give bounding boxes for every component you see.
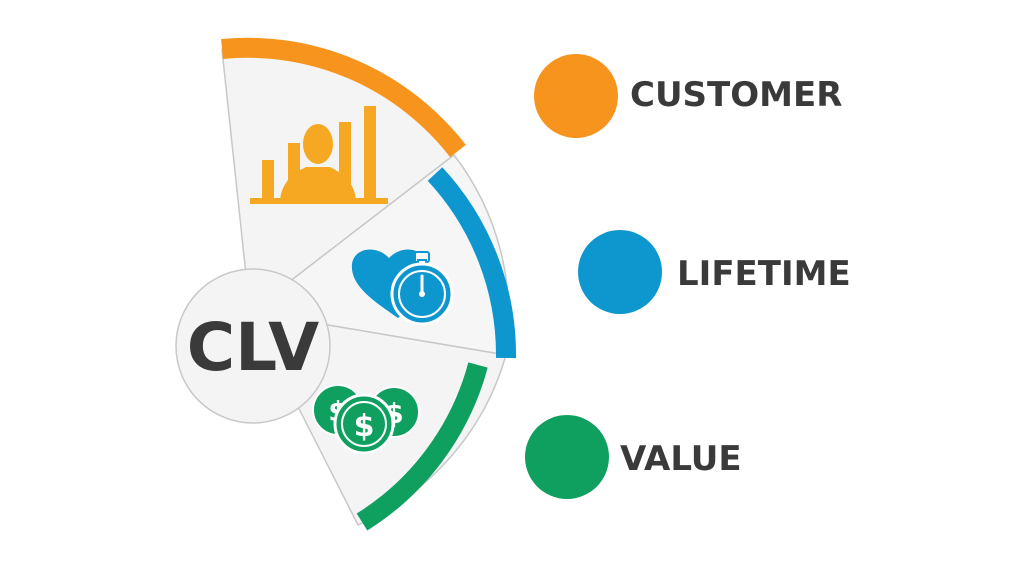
customer-legend-label: CUSTOMER	[630, 75, 842, 115]
lifetime-legend-label: LIFETIME	[677, 254, 851, 294]
value-legend-dot	[525, 415, 609, 499]
dollar-coins-icon: $ $ $	[312, 384, 420, 455]
lifetime-legend-dot	[578, 230, 662, 314]
svg-text:$: $	[354, 409, 375, 444]
customer-legend-dot	[534, 54, 618, 138]
value-legend-label: VALUE	[620, 439, 742, 479]
customer-arc	[221, 37, 466, 158]
center-label: CLV	[187, 309, 319, 386]
value-arc	[356, 362, 488, 531]
heart-stopwatch-icon	[351, 249, 454, 326]
person-bar-chart-icon	[250, 106, 388, 204]
center-circle	[175, 268, 331, 424]
lifetime-arc	[427, 167, 517, 359]
